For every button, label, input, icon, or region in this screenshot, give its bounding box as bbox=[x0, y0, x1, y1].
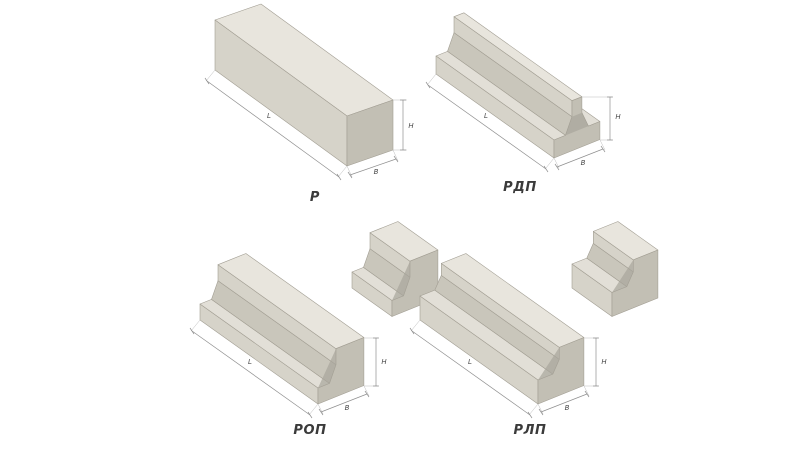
dim-label-length: L bbox=[248, 358, 252, 366]
beam-r-dimensions: L H B bbox=[204, 69, 414, 181]
figure-label-rdp: РДП bbox=[503, 180, 537, 195]
dim-label-width: B bbox=[581, 159, 586, 167]
figure-beam-rlp: L H B РЛП bbox=[390, 218, 670, 438]
beam-r-body bbox=[214, 3, 394, 167]
beam-rdp-body bbox=[435, 12, 601, 159]
dim-label-length: L bbox=[484, 112, 488, 120]
end-notch-shadow bbox=[565, 112, 589, 136]
figure-label-r: Р bbox=[309, 190, 321, 205]
figure-label-rlp: РЛП bbox=[513, 423, 547, 438]
section-piece bbox=[351, 221, 439, 317]
dim-label-width: B bbox=[565, 404, 570, 412]
dim-label-height: H bbox=[601, 358, 607, 366]
beam-rdp-dimensions: L H B bbox=[425, 73, 621, 173]
figure-beam-rop: L H B РОП bbox=[170, 218, 450, 438]
beam-rlp-body bbox=[419, 253, 585, 405]
beam-rop-dimensions: L H B bbox=[189, 319, 387, 419]
dim-label-height: H bbox=[408, 122, 414, 130]
beam-rop-drawing: L H B bbox=[189, 221, 439, 419]
beam-rlp-drawing: L H B bbox=[409, 221, 659, 419]
dim-label-width: B bbox=[345, 404, 350, 412]
dim-label-length: L bbox=[267, 112, 271, 120]
dim-label-length: L bbox=[468, 358, 472, 366]
beam-rdp-drawing: L H B bbox=[425, 12, 621, 173]
figure-beam-rdp: L H B РДП bbox=[400, 2, 640, 195]
section-piece bbox=[571, 221, 659, 317]
beam-r-drawing: L H B bbox=[204, 3, 414, 181]
figure-beam-r: L H B Р bbox=[185, 2, 445, 205]
dim-label-height: H bbox=[381, 358, 387, 366]
figure-label-rop: РОП bbox=[293, 423, 327, 438]
end-notch-shadow bbox=[538, 347, 560, 380]
beam-rop-body bbox=[199, 253, 365, 405]
beam-rlp-dimensions: L H B bbox=[409, 319, 607, 419]
dim-label-width: B bbox=[374, 168, 379, 176]
dim-label-height: H bbox=[615, 113, 621, 121]
